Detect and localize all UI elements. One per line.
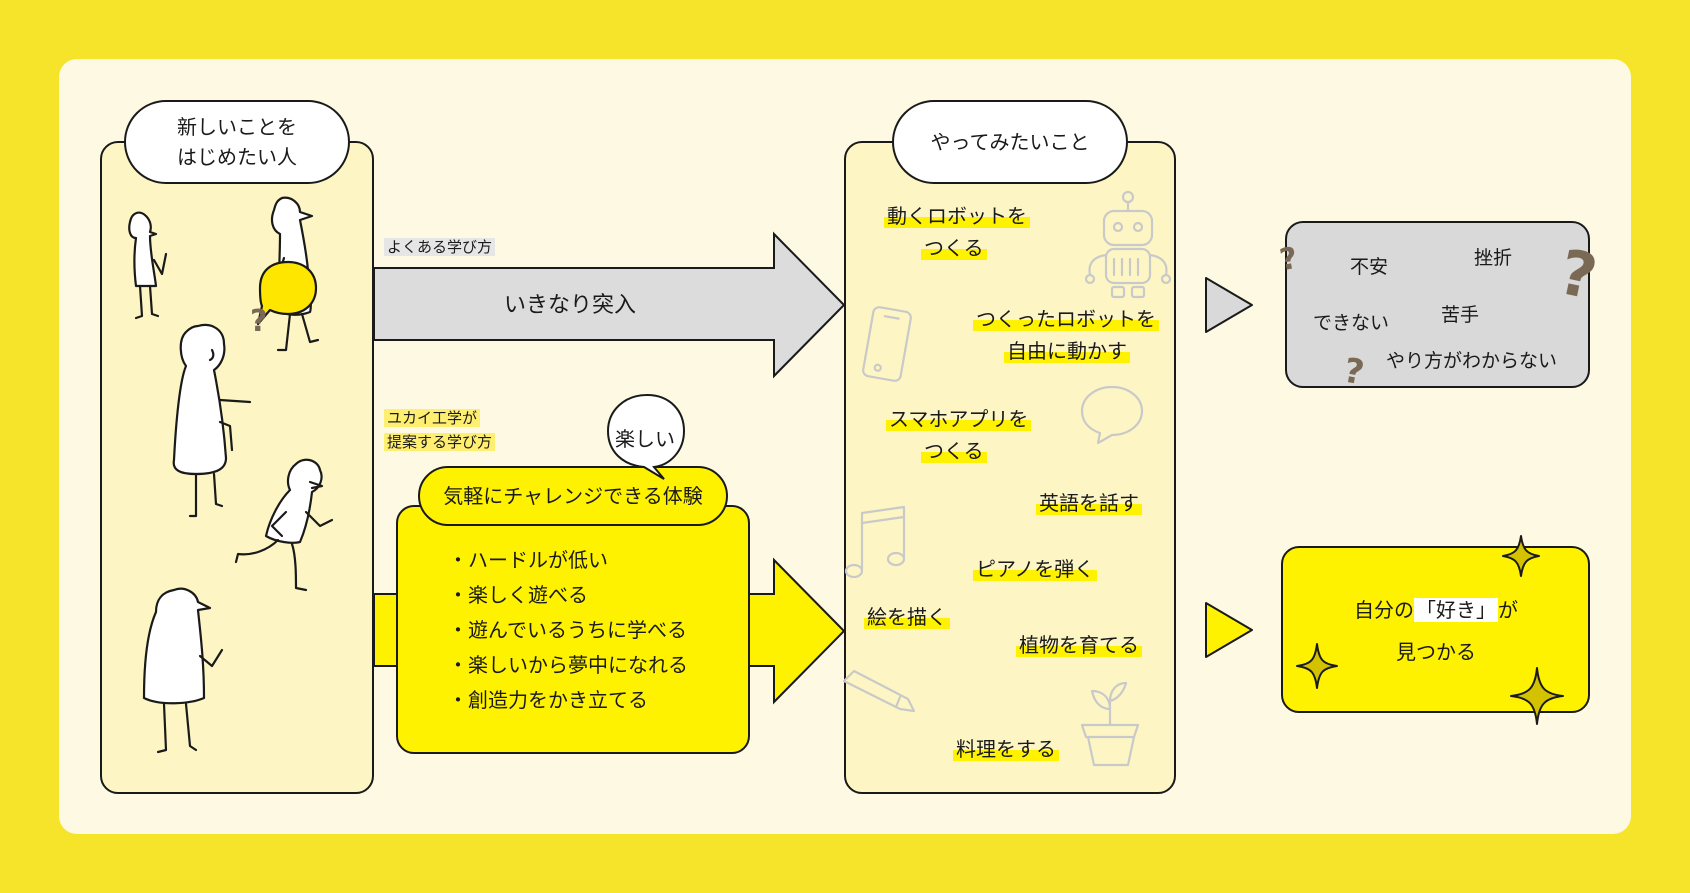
speech-bubble-icon — [1080, 385, 1144, 445]
challenge-box-title: 気軽にチャレンジできる体験 — [418, 466, 728, 526]
people-illustration — [128, 196, 334, 754]
person-figure — [142, 587, 224, 754]
sparkle-icons — [1296, 535, 1564, 725]
pencil-icon — [842, 669, 916, 713]
negative-word: やり方がわからない — [1386, 350, 1558, 372]
person-figure — [172, 323, 252, 518]
music-note-icon — [844, 505, 906, 579]
fun-speech-bubble — [606, 393, 686, 480]
want-english: 英語を話す — [1036, 490, 1142, 516]
question-speech-bubble — [256, 260, 318, 326]
negative-result-arrowhead — [1205, 277, 1253, 333]
positive-outcome-box — [1281, 546, 1590, 713]
negative-word: できない — [1313, 312, 1390, 334]
wants-panel-title: やってみたいこと — [892, 100, 1128, 184]
want-app-line1: スマホアプリを — [886, 406, 1032, 432]
negative-word: 不安 — [1350, 256, 1389, 278]
challenge-box — [396, 505, 750, 754]
yukai-method-label-2: 提案する学び方 — [384, 431, 496, 453]
negative-word: 苦手 — [1441, 304, 1480, 326]
want-move-line1: つくったロボットを — [973, 306, 1159, 332]
wants-icons — [842, 190, 1172, 767]
want-app-line2: つくる — [921, 438, 987, 464]
want-move-line2: 自由に動かす — [1004, 338, 1130, 364]
want-robot-line1: 動くロボットを — [884, 203, 1030, 229]
list-item: ・創造力をかき立てる — [448, 688, 648, 712]
question-mark: ? — [250, 304, 268, 339]
people-panel-title: 新しいことを はじめたい人 — [124, 100, 350, 184]
sparkle-icon — [1510, 667, 1564, 725]
want-robot-line2: つくる — [921, 235, 987, 261]
want-cook: 料理をする — [953, 736, 1059, 762]
positive-outcome-text-line1: 自分の「好き」が — [1354, 598, 1518, 622]
smartphone-icon — [862, 306, 912, 382]
person-figure — [234, 458, 334, 592]
negative-outcome-box — [1285, 221, 1590, 388]
plant-pot-icon — [1080, 681, 1140, 767]
fun-bubble-text: 楽しい — [615, 427, 675, 451]
yukai-method-label-1: ユカイ工学が — [384, 407, 481, 429]
challenge-benefits-list: ・ハードルが低い ・楽しく遊べる ・遊んでいるうちに学べる ・楽しいから夢中にな… — [448, 543, 688, 718]
negative-word: 挫折 — [1474, 247, 1513, 269]
sparkle-icon — [1296, 643, 1338, 689]
list-item: ・楽しいから夢中になれる — [448, 653, 688, 677]
common-method-arrow — [373, 231, 846, 379]
favorite-quote: 「好き」 — [1414, 598, 1498, 622]
list-item: ・遊んでいるうちに学べる — [448, 618, 687, 642]
want-draw: 絵を描く — [864, 604, 950, 630]
sparkle-icon — [1502, 535, 1540, 577]
want-plants: 植物を育てる — [1016, 632, 1142, 658]
positive-outcome-text-line2: 見つかる — [1396, 640, 1476, 664]
list-item: ・楽しく遊べる — [448, 583, 588, 607]
people-title-line1: 新しいことを — [177, 115, 297, 139]
robot-icon — [1084, 190, 1172, 299]
common-method-text: いきなり突入 — [504, 293, 637, 318]
common-method-label: よくある学び方 — [384, 236, 496, 258]
people-title-line2: はじめたい人 — [177, 145, 297, 169]
want-piano: ピアノを弾く — [973, 556, 1098, 582]
person-figure — [128, 211, 168, 320]
list-item: ・ハードルが低い — [448, 548, 608, 572]
positive-result-arrowhead — [1205, 602, 1253, 658]
